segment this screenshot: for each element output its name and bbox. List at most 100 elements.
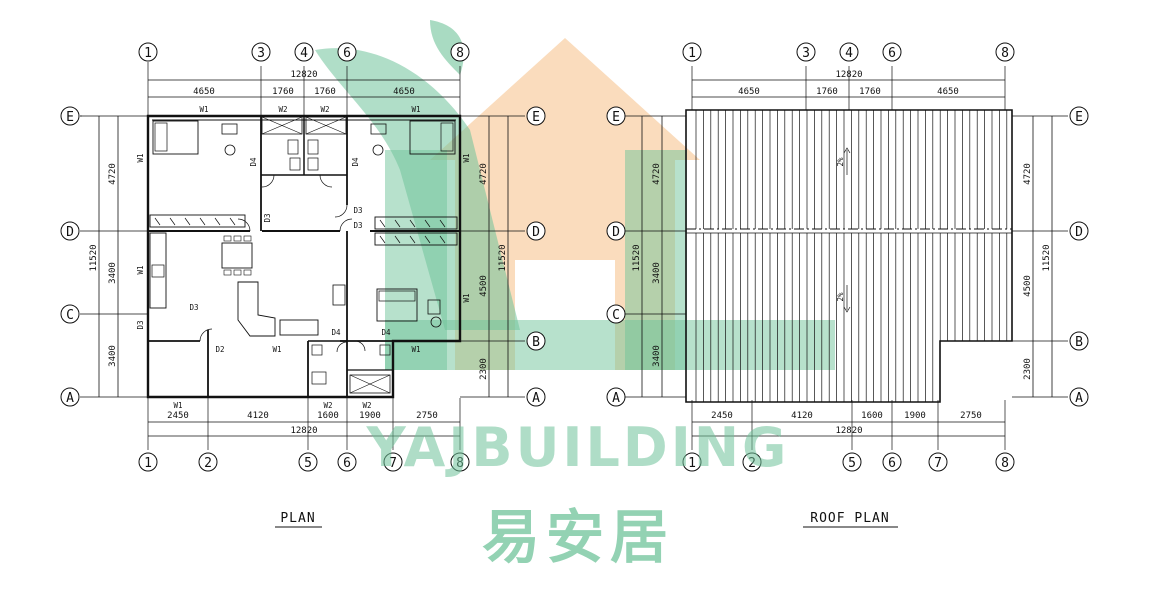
roof-panel-ribs (695, 110, 1008, 402)
roof-bottom-total: 12820 (835, 426, 862, 436)
roof-axis-row-d-left: D (612, 225, 620, 240)
plan-bottom-dim-2: 4120 (247, 411, 269, 421)
roof-bottom-dim-2: 4120 (791, 411, 813, 421)
roof-top-dim-1: 4650 (738, 87, 760, 97)
plan-label-w1-b: W1 (411, 345, 420, 354)
roof-axis-row-c-left: C (612, 308, 620, 323)
plan-label-w1-bottom-left: W1 (173, 401, 182, 410)
plan-bottom-dim-3: 1600 (317, 411, 339, 421)
plan-label-w1-top-right: W1 (411, 105, 420, 114)
plan-label-w1-east: W1 (462, 293, 471, 302)
plan-top-dim-1: 4650 (193, 87, 215, 97)
roof-right-dim-1: 4720 (1023, 163, 1033, 185)
plan-top-dim-3: 1760 (314, 87, 336, 97)
plan-axis-row-e-right: E (532, 110, 540, 125)
plan-left-total: 11520 (89, 244, 99, 271)
roof-axis-row-a-left: A (612, 391, 620, 406)
roof-left-dim-1: 4720 (652, 163, 662, 185)
plan-label-w2-top-1: W2 (278, 105, 287, 114)
roof-right-dim-2: 4500 (1023, 275, 1033, 297)
plan-axis-top-3: 3 (257, 46, 265, 61)
plan-dimensions: 12820 4650 1760 1760 4650 2450 4120 1600… (89, 70, 508, 436)
roof-axis-top-3: 3 (802, 46, 810, 61)
watermark-leaf-small (430, 20, 464, 75)
roof-axis-bottom-2: 2 (748, 456, 756, 471)
roof-left-total: 11520 (632, 244, 642, 271)
roof-slope-upper: 2% (836, 157, 845, 167)
plan-axis-row-e-left: E (66, 110, 74, 125)
plan-bottom-dim-4: 1900 (359, 411, 381, 421)
roof-right-total: 11520 (1042, 244, 1052, 271)
plan-axis-row-d-right: D (532, 225, 540, 240)
roof-left-dim-3: 3400 (652, 345, 662, 367)
plan-top-dim-2: 1760 (272, 87, 294, 97)
watermark-cjk-text: 易安居 (482, 503, 674, 571)
roof-dimensions: 12820 4650 1760 1760 4650 2450 4120 1600… (632, 70, 1052, 436)
plan-axis-top-4: 4 (300, 46, 308, 61)
plan-axis-top-8: 8 (456, 46, 464, 61)
roof-axis-bottom-5: 5 (848, 456, 856, 471)
roof-top-total: 12820 (835, 70, 862, 80)
plan-axis-row-a-right: A (532, 391, 540, 406)
plan-right-dim-2: 4500 (479, 275, 489, 297)
plan-axis-top-1: 1 (144, 46, 152, 61)
plan-left-dim-1: 4720 (108, 163, 118, 185)
plan-axis-bottom-2: 2 (204, 456, 212, 471)
roof-axis-top-4: 4 (845, 46, 853, 61)
roof-slope-lower: 2% (836, 292, 845, 302)
watermark-latin-text: YAJBUILDING (366, 416, 790, 479)
plan-drawing (80, 62, 525, 450)
plan-axis-row-d-left: D (66, 225, 74, 240)
plan-axis-bottom-6: 6 (343, 456, 351, 471)
roof-axis-row-d-right: D (1075, 225, 1083, 240)
plan-axis-bottom-5: 5 (304, 456, 312, 471)
plan-label-d4-4: D4 (381, 328, 391, 337)
plan-axis-top-6: 6 (343, 46, 351, 61)
roof-bottom-dim-3: 1600 (861, 411, 883, 421)
plan-label-d4-1: D4 (249, 157, 258, 167)
plan-right-total: 11520 (498, 244, 508, 271)
roof-axis-row-b-right: B (1075, 335, 1083, 350)
roof-title: ROOF PLAN (810, 511, 889, 526)
roof-axis-bubbles (606, 42, 1089, 472)
roof-axis-bottom-8: 8 (1001, 456, 1009, 471)
roof-top-dim-4: 4650 (937, 87, 959, 97)
plan-left-dim-2: 3400 (108, 262, 118, 284)
plan-label-w2-top-2: W2 (320, 105, 329, 114)
roof-drawing (625, 66, 1068, 450)
plan-axis-bottom-7: 7 (389, 456, 397, 471)
roof-axis-bottom-7: 7 (934, 456, 942, 471)
plan-bottom-total: 12820 (290, 426, 317, 436)
roof-axis-row-a-right: A (1075, 391, 1083, 406)
plan-left-dim-3: 3400 (108, 345, 118, 367)
roof-left-dim-2: 3400 (652, 262, 662, 284)
plan-axis-row-a-left: A (66, 391, 74, 406)
plan-label-w1-top-left: W1 (199, 105, 208, 114)
plan-axis-bottom-1: 1 (144, 456, 152, 471)
roof-top-dim-2: 1760 (816, 87, 838, 97)
plan-axis-row-c-left: C (66, 308, 74, 323)
plan-axis-row-b-right: B (532, 335, 540, 350)
plan-axis-labels: 1 3 4 6 8 1 2 5 6 7 8 E D C A E D B A (66, 46, 540, 471)
roof-right-dim-3: 2300 (1023, 358, 1033, 380)
roof-top-dim-3: 1760 (859, 87, 881, 97)
plan-label-d3-3: D3 (353, 221, 362, 230)
watermark-logo (315, 20, 835, 370)
roof-bottom-dim-4: 1900 (904, 411, 926, 421)
plan-label-d3-2: D3 (353, 206, 362, 215)
roof-axis-top-8: 8 (1001, 46, 1009, 61)
plan-label-d3-4: D3 (189, 303, 198, 312)
plan-label-d4-2: D4 (351, 157, 360, 167)
roof-axis-top-1: 1 (688, 46, 696, 61)
roof-axis-top-6: 6 (888, 46, 896, 61)
plan-label-w1-bottom-mid: W1 (272, 345, 281, 354)
roof-bottom-dim-5: 2750 (960, 411, 982, 421)
plan-bottom-dim-5: 2750 (416, 411, 438, 421)
plan-label-w1-right: W1 (462, 153, 471, 162)
roof-slope-labels: 2% 2% (836, 157, 845, 302)
plan-label-d4-3: D4 (331, 328, 341, 337)
plan-top-total: 12820 (290, 70, 317, 80)
plan-label-d2: D2 (215, 345, 224, 354)
plan-label-d3-1: D3 (263, 213, 272, 222)
